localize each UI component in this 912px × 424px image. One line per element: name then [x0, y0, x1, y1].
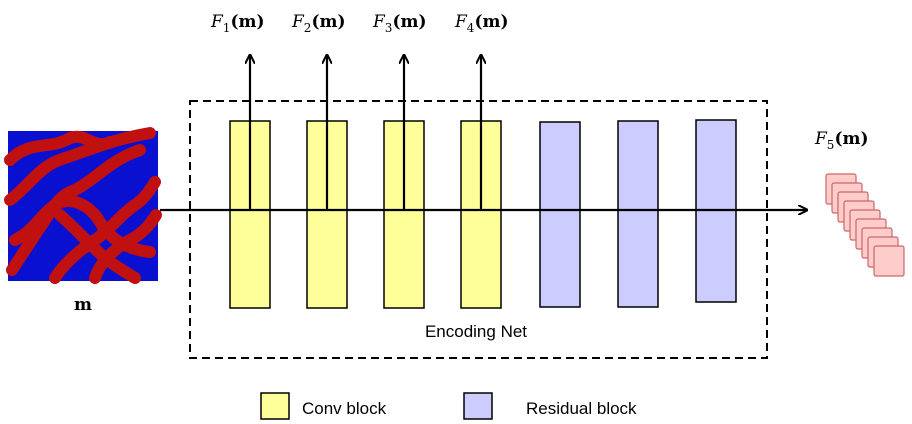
channel: [89, 209, 162, 284]
output-fn: F: [372, 12, 386, 32]
output-sub: 1: [223, 21, 231, 35]
legend-conv-label: Conv block: [302, 399, 387, 418]
output-label: F2(m): [291, 12, 346, 35]
output-sub: 2: [304, 21, 312, 35]
legend-conv-swatch: [260, 392, 290, 420]
final-output-sub: 5: [827, 138, 835, 152]
output-arg: (m): [230, 12, 264, 32]
output-fn: F: [210, 12, 224, 32]
channel: [54, 209, 141, 284]
output-arrows: [250, 56, 481, 210]
output-arg: (m): [474, 12, 508, 32]
feature-map-stack: [825, 173, 905, 277]
output-arg: (m): [392, 12, 426, 32]
output-label: F1(m): [210, 12, 265, 35]
channel: [49, 176, 161, 284]
output-fn: F: [454, 12, 468, 32]
output-sub: 4: [467, 21, 475, 35]
map-channels: [4, 127, 162, 284]
final-output-arg: (m): [834, 129, 868, 149]
input-map: [4, 127, 162, 284]
output-label: F4(m): [454, 12, 509, 35]
output-sub: 3: [385, 21, 393, 35]
legend: Conv block Residual block: [260, 392, 637, 420]
input-label: m: [74, 295, 92, 315]
residual-block: [617, 120, 659, 308]
channel: [4, 127, 156, 206]
legend-residual-label: Residual block: [526, 399, 637, 418]
residual-block: [539, 121, 581, 308]
feature-map: [873, 245, 905, 277]
legend-residual-swatch: [463, 392, 493, 420]
output-label: F3(m): [372, 12, 427, 35]
encoding-net-label: Encoding Net: [425, 322, 527, 341]
output-labels: F1(m)F2(m)F3(m)F4(m): [210, 12, 509, 35]
output-arg: (m): [311, 12, 345, 32]
output-fn: F: [291, 12, 305, 32]
blocks: [229, 119, 737, 309]
final-output-label: F5(m): [814, 129, 869, 152]
final-output-fn: F: [814, 129, 828, 149]
encoding-net-boundary: [189, 100, 768, 359]
